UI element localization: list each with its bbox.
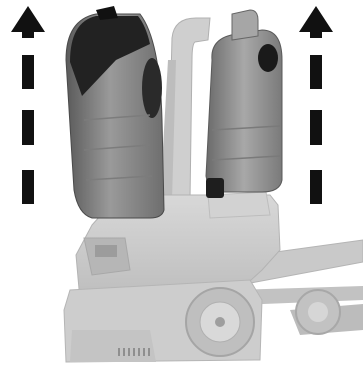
left-arrow-head: [11, 6, 45, 38]
right-arrow-dash: [310, 170, 322, 204]
tank-handle-grip: [232, 10, 258, 40]
left-arrow-dash: [22, 110, 34, 145]
clean-water-tank: [206, 10, 282, 198]
tank-side-cap: [142, 58, 162, 118]
right-up-arrow: [299, 6, 333, 204]
rear-wheel: [186, 288, 254, 356]
dirty-water-tank: [66, 6, 164, 218]
rear-vent: [95, 245, 117, 257]
left-arrow-dash: [22, 55, 34, 89]
tank-valve: [206, 178, 224, 198]
front-wheel: [296, 290, 340, 334]
left-arrow-dash: [22, 170, 34, 204]
tank-fill-cap: [258, 44, 278, 72]
right-arrow-dash: [310, 55, 322, 89]
right-arrow-dash: [310, 110, 322, 145]
tank-latch: [96, 6, 118, 20]
carry-handle: [160, 18, 210, 200]
right-arrow-head: [299, 6, 333, 38]
left-up-arrow: [11, 6, 45, 204]
